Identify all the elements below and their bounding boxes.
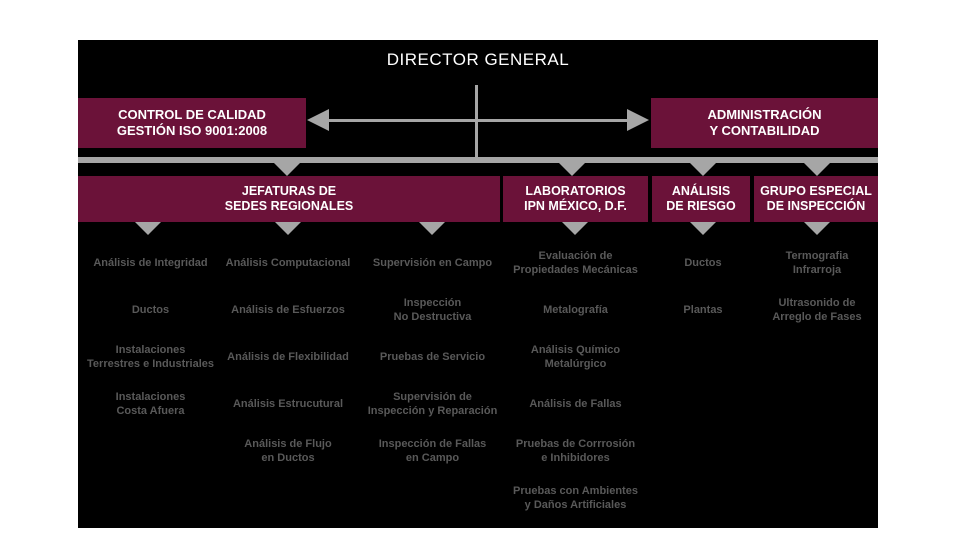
list-item: Inspección No Destructiva xyxy=(393,297,472,323)
horizontal-bar xyxy=(78,157,878,163)
director-connector-line xyxy=(475,85,478,161)
list-item: Supervisión de Inspección y Reparación xyxy=(367,391,498,417)
down-triangle-icon xyxy=(135,222,161,235)
down-triangle-icon xyxy=(804,163,830,176)
list-item: Pruebas de Corrrosión e Inhibidores xyxy=(515,438,636,464)
list-item: Análisis de Flujo en Ductos xyxy=(244,438,332,464)
left-arrowhead-icon xyxy=(307,109,329,131)
list-item: Análisis Químico Metalúrgico xyxy=(530,344,621,370)
column-analisis-riesgo: Ductos Plantas xyxy=(653,240,753,334)
list-item: Instalaciones Costa Afuera xyxy=(115,391,186,417)
down-triangle-icon xyxy=(419,222,445,235)
list-item: Análisis de Esfuerzos xyxy=(231,303,345,316)
column-sedes-c: Supervisión en Campo Inspección No Destr… xyxy=(360,240,505,475)
down-triangle-icon xyxy=(275,222,301,235)
dept-analisis-de-riesgo: ANÁLISIS DE RIESGO xyxy=(652,176,750,222)
administracion-box: ADMINISTRACIÓN Y CONTABILIDAD xyxy=(651,98,878,148)
list-item: Termografia Infrarroja xyxy=(785,250,849,276)
list-item: Ductos xyxy=(131,303,170,316)
horizontal-connector-line xyxy=(328,119,628,122)
page-title: DIRECTOR GENERAL xyxy=(386,50,570,69)
list-item: Supervisión en Campo xyxy=(372,256,493,269)
list-item: Análisis Estrucutural xyxy=(232,397,344,410)
column-grupo-especial: Termografia Infrarroja Ultrasonido de Ar… xyxy=(755,240,879,334)
down-triangle-icon xyxy=(274,163,300,176)
down-triangle-icon xyxy=(690,222,716,235)
dept-grupo-especial-inspeccion: GRUPO ESPECIAL DE INSPECCIÓN xyxy=(754,176,878,222)
list-item: Evaluación de Propiedades Mecánicas xyxy=(513,250,638,276)
list-item: Plantas xyxy=(683,303,723,316)
list-item: Pruebas con Ambientes y Daños Artificial… xyxy=(513,485,638,511)
list-item: Análisis de Fallas xyxy=(529,397,622,410)
down-triangle-icon xyxy=(562,222,588,235)
list-item: Análisis Computacional xyxy=(225,256,351,269)
down-triangle-icon xyxy=(804,222,830,235)
list-item: Ductos xyxy=(684,256,722,269)
down-triangle-icon xyxy=(690,163,716,176)
right-arrowhead-icon xyxy=(627,109,649,131)
list-item: Metalografía xyxy=(543,303,608,316)
list-item: Inspección de Fallas en Campo xyxy=(378,438,487,464)
list-item: Análisis de Integridad xyxy=(93,256,208,269)
column-laboratorios: Evaluación de Propiedades Mecánicas Meta… xyxy=(503,240,648,522)
down-triangle-icon xyxy=(559,163,585,176)
column-sedes-a: Análisis de Integridad Ductos Instalacio… xyxy=(78,240,223,428)
org-chart-panel: DIRECTOR GENERAL CONTROL DE CALIDAD GEST… xyxy=(78,40,878,528)
dept-laboratorios-ipn-mexico: LABORATORIOS IPN MÉXICO, D.F. xyxy=(503,176,648,222)
control-de-calidad-box: CONTROL DE CALIDAD GESTIÓN ISO 9001:2008 xyxy=(78,98,306,148)
dept-jefaturas-sedes-regionales: JEFATURAS DE SEDES REGIONALES xyxy=(78,176,500,222)
list-item: Ultrasonido de Arreglo de Fases xyxy=(772,297,862,323)
list-item: Pruebas de Servicio xyxy=(379,350,486,363)
list-item: Análisis de Flexibilidad xyxy=(227,350,349,363)
list-item: Instalaciones Terrestres e Industriales xyxy=(87,344,214,370)
column-sedes-b: Análisis Computacional Análisis de Esfue… xyxy=(223,240,353,475)
